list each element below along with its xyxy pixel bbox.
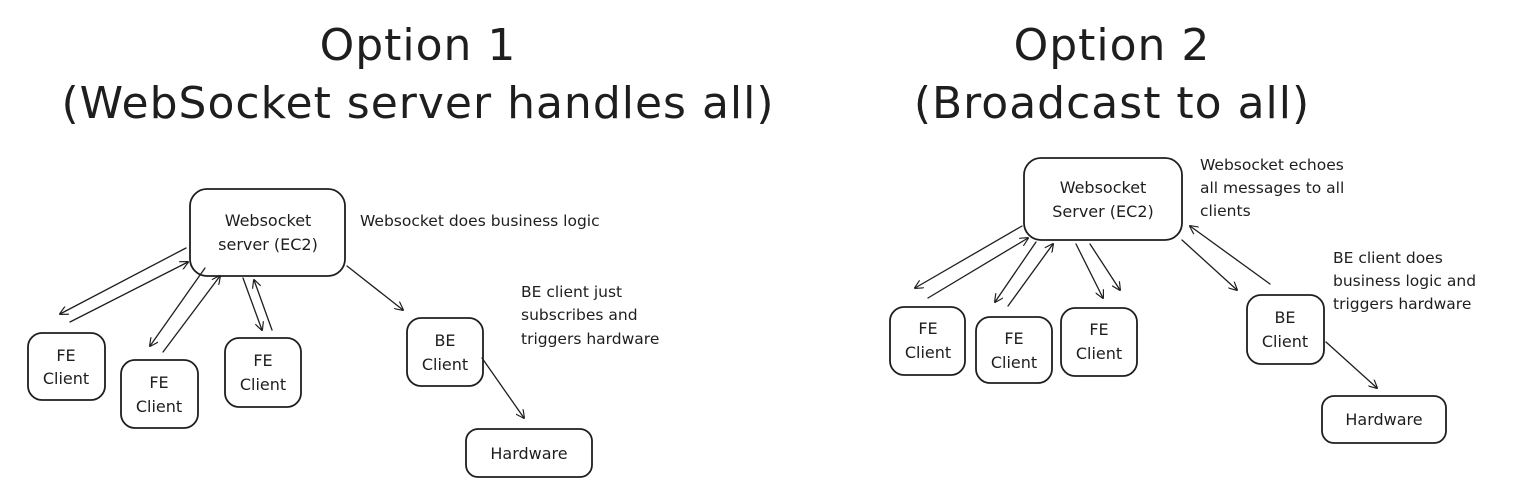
option1-be-note-2: subscribes and bbox=[521, 306, 638, 324]
option1-fe-client-1-label-2: Client bbox=[43, 369, 89, 388]
option1-hardware-box bbox=[465, 428, 593, 478]
option1-server-label-1: Websocket bbox=[225, 211, 312, 230]
option1-fe-client-3 bbox=[224, 337, 302, 408]
option2-arrow-server-to-be bbox=[1181, 239, 1237, 290]
option1-fe-client-3-label-2: Client bbox=[240, 375, 286, 394]
option2-fe-client-2-label-2: Client bbox=[991, 353, 1037, 372]
option2-arrow-server-to-fe1 bbox=[915, 225, 1023, 288]
option2-fe-client-1 bbox=[889, 306, 966, 376]
option1-fe-client-2-label-1: FE bbox=[149, 373, 168, 392]
option2-arrow-be-to-hardware bbox=[1325, 341, 1377, 388]
option1-group: Option 1 (WebSocket server handles all) … bbox=[27, 20, 774, 478]
option2-server-note-1: Websocket echoes bbox=[1200, 156, 1344, 174]
option1-server-box bbox=[189, 188, 346, 277]
option1-server-note: Websocket does business logic bbox=[360, 212, 600, 230]
option1-fe-client-3-label-1: FE bbox=[253, 351, 272, 370]
option1-fe-client-2 bbox=[120, 359, 199, 429]
option2-fe-client-1-label-1: FE bbox=[918, 319, 937, 338]
option1-arrow-be-to-hardware bbox=[481, 357, 524, 418]
option2-be-note-1: BE client does bbox=[1333, 249, 1443, 267]
option1-arrow-fe3-to-server bbox=[254, 280, 273, 331]
option2-server-box bbox=[1023, 157, 1183, 241]
option2-arrow-server-to-fe2 bbox=[995, 241, 1037, 302]
option2-be-note-2: business logic and bbox=[1333, 272, 1476, 290]
option2-be-note-3: triggers hardware bbox=[1333, 295, 1471, 313]
option1-title: Option 1 bbox=[320, 20, 517, 71]
option2-fe-client-3-label-2: Client bbox=[1076, 344, 1122, 363]
option2-hardware-box bbox=[1321, 395, 1447, 444]
option2-server-label-2: Server (EC2) bbox=[1052, 202, 1154, 221]
option2-server-note-3: clients bbox=[1200, 202, 1251, 220]
option2-title: Option 2 bbox=[1014, 20, 1211, 71]
option2-fe-client-2-label-1: FE bbox=[1004, 329, 1023, 348]
option1-hardware-label: Hardware bbox=[490, 444, 567, 463]
option1-fe-client-1-label-1: FE bbox=[56, 346, 75, 365]
option1-be-client-label-1: BE bbox=[434, 331, 455, 350]
option2-group: Option 2 (Broadcast to all) Websocket Se… bbox=[889, 20, 1476, 444]
option1-arrow-fe1-to-server bbox=[69, 262, 188, 323]
option2-fe-client-3-label-1: FE bbox=[1089, 320, 1108, 339]
option2-server-label-1: Websocket bbox=[1060, 178, 1147, 197]
option1-be-client bbox=[406, 317, 484, 387]
option1-arrow-fe2-to-server bbox=[162, 276, 220, 353]
option2-be-client-label-2: Client bbox=[1262, 332, 1308, 351]
option2-hardware-label: Hardware bbox=[1345, 410, 1422, 429]
option1-arrow-server-to-fe1 bbox=[60, 247, 187, 314]
option2-arrow-server-to-fe3 bbox=[1089, 243, 1120, 290]
option2-server-note-2: all messages to all bbox=[1200, 179, 1344, 197]
option1-fe-client-1 bbox=[27, 332, 106, 401]
option2-arrow-fe2-to-server bbox=[1007, 244, 1053, 307]
option1-server-label-2: server (EC2) bbox=[218, 235, 318, 254]
option1-arrow-server-to-fe3 bbox=[242, 277, 262, 330]
option2-fe-client-2 bbox=[975, 316, 1053, 384]
option1-subtitle: (WebSocket server handles all) bbox=[61, 78, 774, 129]
option1-be-client-label-2: Client bbox=[422, 355, 468, 374]
option2-arrow-be-to-server bbox=[1190, 226, 1271, 285]
option2-be-client bbox=[1246, 294, 1325, 365]
option2-be-client-label-1: BE bbox=[1274, 308, 1295, 327]
option2-arrow-fe3-to-server bbox=[1075, 243, 1103, 298]
option1-be-note-3: triggers hardware bbox=[521, 330, 659, 348]
option1-be-note-1: BE client just bbox=[521, 283, 622, 301]
option2-arrow-fe1-to-server bbox=[927, 238, 1028, 299]
option1-arrow-server-to-be bbox=[346, 265, 403, 310]
option2-fe-client-1-label-2: Client bbox=[905, 343, 951, 362]
option2-fe-client-3 bbox=[1060, 307, 1138, 377]
option1-fe-client-2-label-2: Client bbox=[136, 397, 182, 416]
option1-arrow-server-to-fe2 bbox=[150, 267, 206, 346]
option2-subtitle: (Broadcast to all) bbox=[914, 78, 1310, 129]
